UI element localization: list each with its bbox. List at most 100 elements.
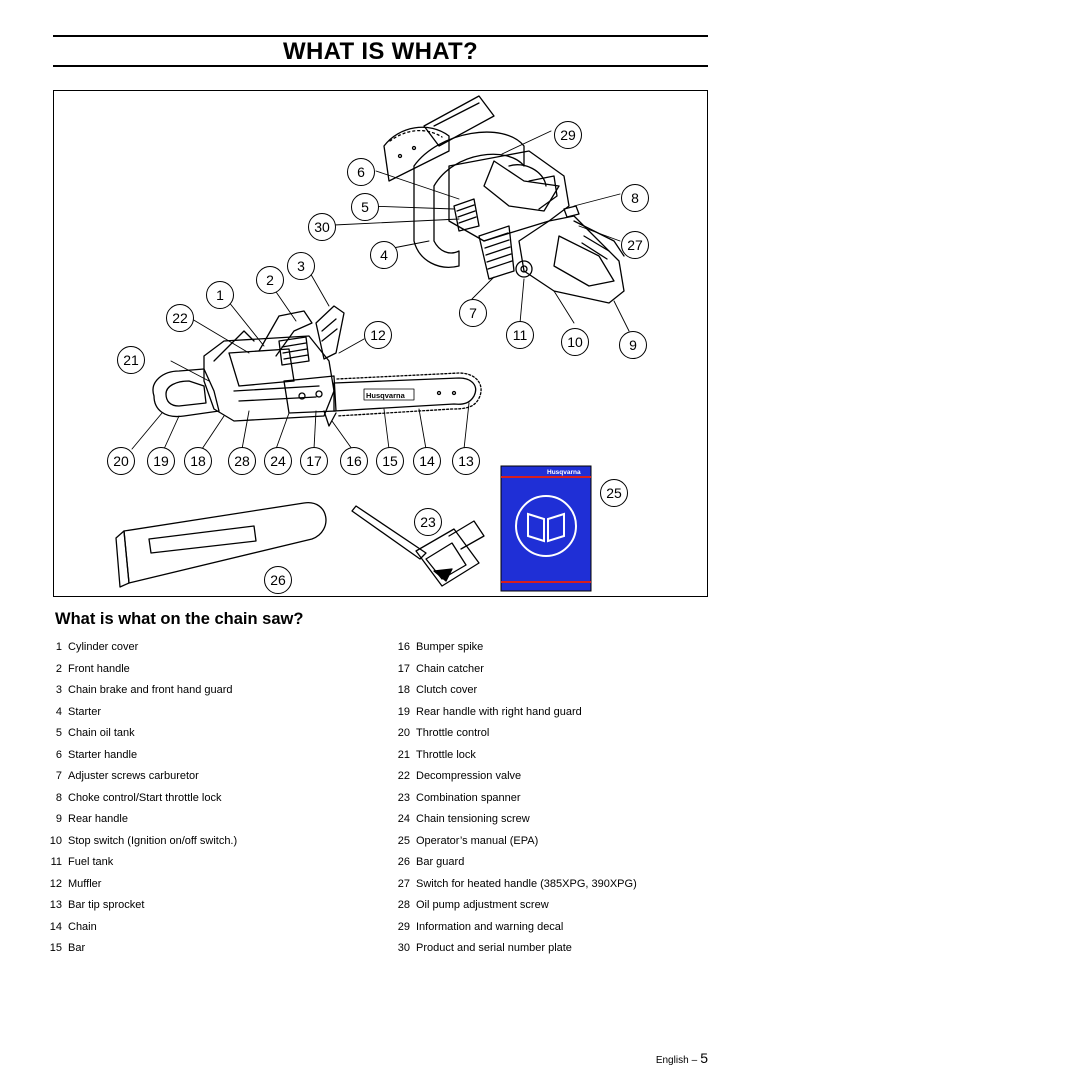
part-item-6: 6 Starter handle xyxy=(45,748,237,770)
part-number: 1 xyxy=(55,641,62,653)
part-item-9: 9 Rear handle xyxy=(45,812,237,834)
title-rule-top xyxy=(53,35,708,37)
callout-18: 18 xyxy=(184,447,212,475)
part-item-25: 25 Operator’s manual (EPA) xyxy=(392,834,637,856)
part-item-11: 11 Fuel tank xyxy=(45,855,237,877)
part-number: 8 xyxy=(55,791,62,804)
part-label: Chain catcher xyxy=(416,662,484,675)
callout-19: 19 xyxy=(147,447,175,475)
part-number: 18 xyxy=(397,684,410,696)
callout-8: 8 xyxy=(621,184,649,212)
part-number: 23 xyxy=(397,791,410,804)
callout-21: 21 xyxy=(117,346,145,374)
part-number: 7 xyxy=(55,770,62,782)
part-label: Bar xyxy=(68,942,86,954)
part-number: 12 xyxy=(49,877,62,890)
callout-30: 30 xyxy=(308,213,336,241)
callout-29: 29 xyxy=(554,121,582,149)
callout-25: 25 xyxy=(600,479,628,507)
part-number: 20 xyxy=(397,727,410,739)
callout-22: 22 xyxy=(166,304,194,332)
part-label: Operator’s manual (EPA) xyxy=(416,834,539,847)
part-label: Starter handle xyxy=(68,748,138,761)
part-number: 17 xyxy=(397,662,410,675)
part-label: Chain oil tank xyxy=(68,727,135,739)
callout-23: 23 xyxy=(414,508,442,536)
part-label: Product and serial number plate xyxy=(416,942,572,954)
part-label: Muffler xyxy=(68,877,102,890)
saw-top-view xyxy=(333,95,630,332)
part-number: 6 xyxy=(55,748,62,761)
callout-24: 24 xyxy=(264,447,292,475)
part-item-29: 29 Information and warning decal xyxy=(392,920,637,942)
part-item-5: 5 Chain oil tank xyxy=(45,726,237,748)
part-item-3: 3 Chain brake and front hand guard xyxy=(45,683,237,705)
part-label: Chain tensioning screw xyxy=(416,813,530,825)
callout-14: 14 xyxy=(413,447,441,475)
part-label: Front handle xyxy=(68,662,130,675)
part-item-8: 8 Choke control/Start throttle lock xyxy=(45,791,237,813)
part-number: 25 xyxy=(397,834,410,847)
callout-12: 12 xyxy=(364,321,392,349)
part-item-18: 18 Clutch cover xyxy=(392,683,637,705)
part-item-21: 21 Throttle lock xyxy=(392,748,637,770)
part-number: 3 xyxy=(55,684,62,696)
part-number: 26 xyxy=(397,856,410,868)
part-number: 2 xyxy=(55,662,62,675)
part-number: 22 xyxy=(397,770,410,782)
part-label: Chain xyxy=(68,920,97,933)
part-number: 14 xyxy=(49,920,62,933)
part-item-12: 12 Muffler xyxy=(45,877,237,899)
part-item-26: 26 Bar guard xyxy=(392,855,637,877)
callout-28: 28 xyxy=(228,447,256,475)
part-label: Chain brake and front hand guard xyxy=(68,684,233,696)
callout-9: 9 xyxy=(619,331,647,359)
callout-2: 2 xyxy=(256,266,284,294)
part-number: 13 xyxy=(49,899,62,911)
part-label: Clutch cover xyxy=(416,684,478,696)
part-number: 16 xyxy=(397,641,410,653)
callout-7: 7 xyxy=(459,299,487,327)
manual-brand-text: Husqvarna xyxy=(547,469,581,476)
part-item-14: 14 Chain xyxy=(45,920,237,942)
part-label: Choke control/Start throttle lock xyxy=(68,791,222,804)
part-label: Throttle control xyxy=(416,727,490,739)
callout-17: 17 xyxy=(300,447,328,475)
part-number: 21 xyxy=(397,748,410,761)
callout-4: 4 xyxy=(370,241,398,269)
callout-27: 27 xyxy=(621,231,649,259)
part-item-20: 20 Throttle control xyxy=(392,726,637,748)
part-label: Information and warning decal xyxy=(416,920,564,933)
part-label: Rear handle with right hand guard xyxy=(416,705,582,718)
part-item-2: 2 Front handle xyxy=(45,662,237,684)
callout-6: 6 xyxy=(347,158,375,186)
part-number: 5 xyxy=(55,727,62,739)
part-label: Switch for heated handle (385XPG, 390XPG… xyxy=(416,877,637,890)
part-label: Bar guard xyxy=(416,856,465,868)
part-number: 28 xyxy=(397,899,410,911)
page-title: WHAT IS WHAT? xyxy=(283,38,478,65)
part-label: Throttle lock xyxy=(416,748,476,761)
part-label: Oil pump adjustment screw xyxy=(416,899,549,911)
part-label: Fuel tank xyxy=(68,856,114,868)
part-number: 29 xyxy=(397,920,410,933)
part-number: 11 xyxy=(50,856,62,868)
part-number: 19 xyxy=(397,705,410,718)
page-footer: English–5 xyxy=(656,1050,708,1066)
section-heading: What is what on the chain saw? xyxy=(55,610,304,628)
part-label: Rear handle xyxy=(68,813,128,825)
part-item-19: 19 Rear handle with right hand guard xyxy=(392,705,637,727)
callout-16: 16 xyxy=(340,447,368,475)
callout-11: 11 xyxy=(506,321,534,349)
part-number: 9 xyxy=(55,813,62,825)
